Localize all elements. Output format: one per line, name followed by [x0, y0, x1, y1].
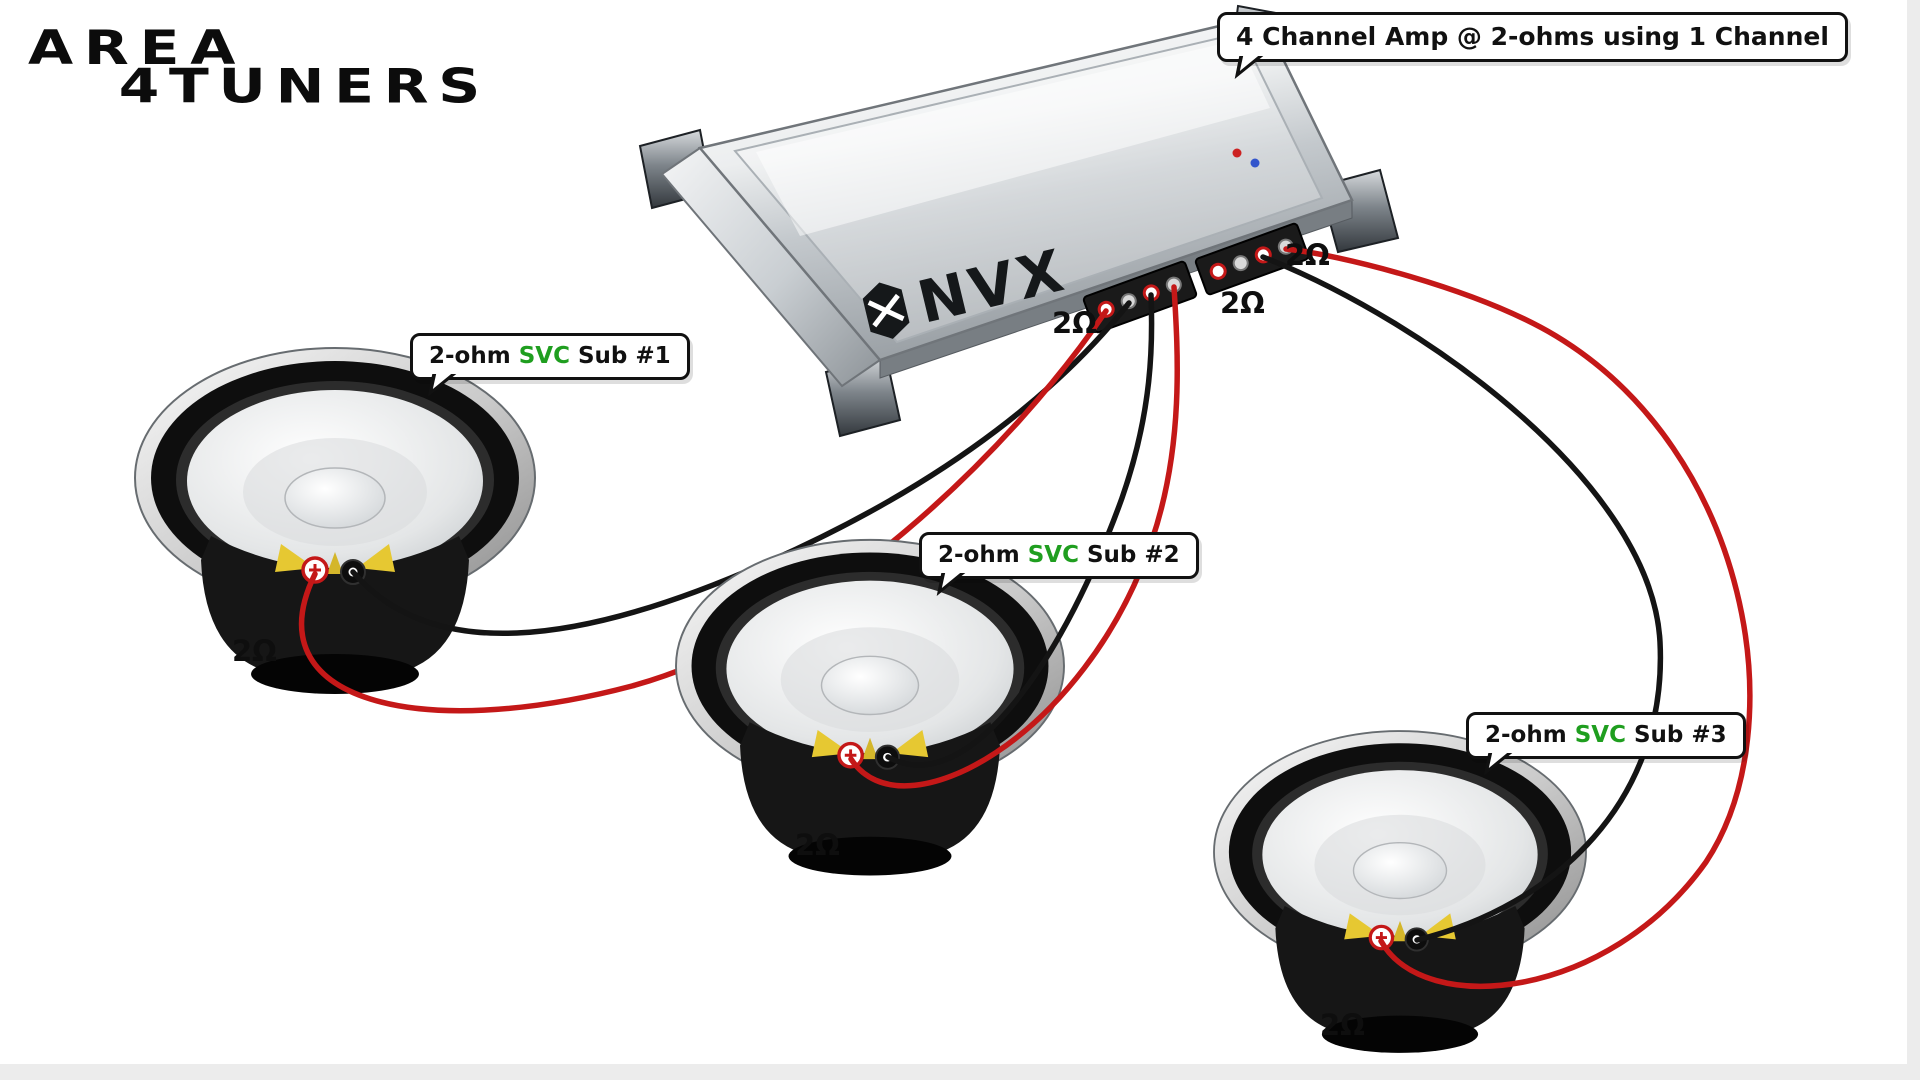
image-frame-bottom	[0, 1064, 1920, 1080]
sub2-impedance: 2Ω	[795, 828, 840, 862]
amp-highlight	[756, 40, 1270, 236]
wire-sub1-red	[299, 308, 1109, 714]
brand-logo: AREA 4TUNERS	[28, 19, 491, 114]
nvx-logo-mark	[862, 282, 910, 339]
sub1-callout: 2-ohm SVC Sub #1	[410, 333, 690, 380]
sub3-callout-suffix: Sub #3	[1625, 722, 1727, 748]
subwoofer-1	[133, 346, 537, 696]
amp-callout: 4 Channel Amp @ 2-ohms using 1 Channel	[1217, 12, 1848, 62]
sub3-callout: 2-ohm SVC Sub #3	[1466, 712, 1746, 759]
amp-channel3-impedance: 2Ω	[1285, 238, 1330, 272]
subwoofer-2	[674, 538, 1066, 878]
brand-logo-line2: 4TUNERS	[118, 58, 491, 114]
sub2-callout-suffix: Sub #2	[1078, 542, 1180, 568]
wire-sub3-black	[1260, 254, 1664, 943]
sub1-callout-prefix: 2-ohm	[429, 343, 519, 369]
wire-sub3-red	[1283, 246, 1753, 989]
sub1-callout-suffix: Sub #1	[569, 343, 671, 369]
amp-channel1-impedance: 2Ω	[1052, 306, 1097, 340]
sub2-callout: 2-ohm SVC Sub #2	[919, 532, 1199, 579]
amp-channel2-impedance: 2Ω	[1220, 286, 1265, 320]
sub1-impedance: 2Ω	[232, 634, 277, 668]
sub2-callout-prefix: 2-ohm	[938, 542, 1028, 568]
sub1-callout-svc: SVC	[518, 343, 570, 369]
amp-inner-panel-line	[733, 31, 1324, 344]
amplifier: NVX	[638, 4, 1400, 438]
sub3-callout-svc: SVC	[1574, 722, 1626, 748]
sub2-callout-svc: SVC	[1027, 542, 1079, 568]
image-frame-right	[1907, 0, 1920, 1080]
sub3-callout-prefix: 2-ohm	[1485, 722, 1575, 748]
amp-terminal-block-2	[1194, 222, 1310, 296]
amp-callout-label: 4 Channel Amp @ 2-ohms using 1 Channel	[1236, 22, 1829, 51]
sub3-impedance: 2Ω	[1320, 1008, 1365, 1042]
brand-logo-line1: AREA	[28, 19, 247, 76]
amp-power-led-blue	[1250, 158, 1260, 168]
amp-power-led-red	[1232, 148, 1242, 158]
wire-sub2-red	[848, 284, 1180, 789]
